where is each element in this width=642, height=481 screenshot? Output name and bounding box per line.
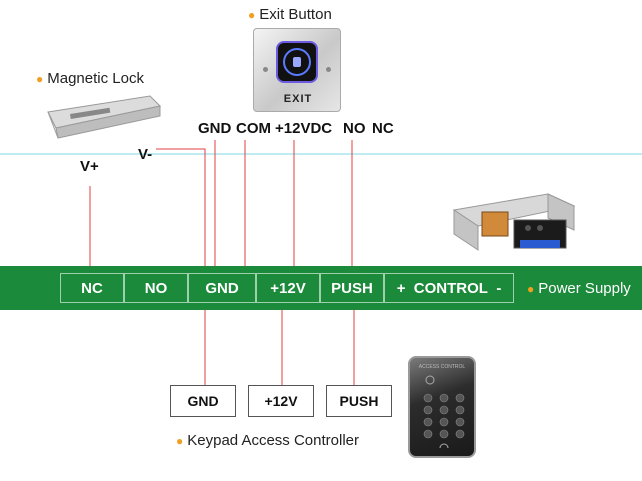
card-reader-icon (425, 375, 435, 385)
exit-button-device: EXIT (253, 28, 341, 112)
magnetic-lock-callout: ●Magnetic Lock (36, 70, 144, 87)
keypad-brand: ACCESS CONTROL (418, 364, 466, 370)
wire-vminus-gnd (156, 148, 206, 274)
power-supply-callout: ●Power Supply (527, 280, 631, 297)
exit-sensor (278, 43, 316, 81)
bell-icon (439, 443, 449, 449)
bullet-icon: ● (176, 434, 184, 448)
lock-vplus-label: V+ (80, 158, 99, 175)
keypad-device: ACCESS CONTROL (408, 356, 476, 458)
terminal-control: + CONTROL - (384, 273, 514, 303)
exit-label: EXIT (283, 93, 313, 105)
terminal-nc: NC (60, 273, 124, 303)
exit-button-callout: ●Exit Button (248, 6, 332, 23)
terminal-12v: +12V (256, 273, 320, 303)
power-supply-device (448, 190, 580, 262)
exit-terminal-12vdc: +12VDC (275, 120, 333, 137)
keypad-terminal-push: PUSH (326, 385, 392, 417)
exit-terminal-gnd: GND (198, 120, 232, 137)
terminal-push: PUSH (320, 273, 384, 303)
exit-terminal-com: COM (236, 120, 271, 137)
screw-icon (263, 67, 268, 72)
keypad-callout: ●Keypad Access Controller (176, 432, 360, 449)
keypad-terminal-gnd: GND (170, 385, 236, 417)
keypad-terminal-12v: +12V (248, 385, 314, 417)
bullet-icon: ● (248, 8, 256, 22)
exit-terminal-nc: NC (372, 120, 394, 137)
magnetic-lock-device (47, 95, 162, 139)
hand-icon (283, 48, 311, 76)
exit-terminal-no: NO (343, 120, 366, 137)
terminal-gnd: GND (188, 273, 256, 303)
terminal-no: NO (124, 273, 188, 303)
bullet-icon: ● (527, 282, 535, 296)
keypad-buttons (423, 375, 465, 449)
bullet-icon: ● (36, 72, 44, 86)
lock-vminus-label: V- (138, 146, 153, 163)
transformer-icon (481, 211, 509, 237)
screw-icon (326, 67, 331, 72)
